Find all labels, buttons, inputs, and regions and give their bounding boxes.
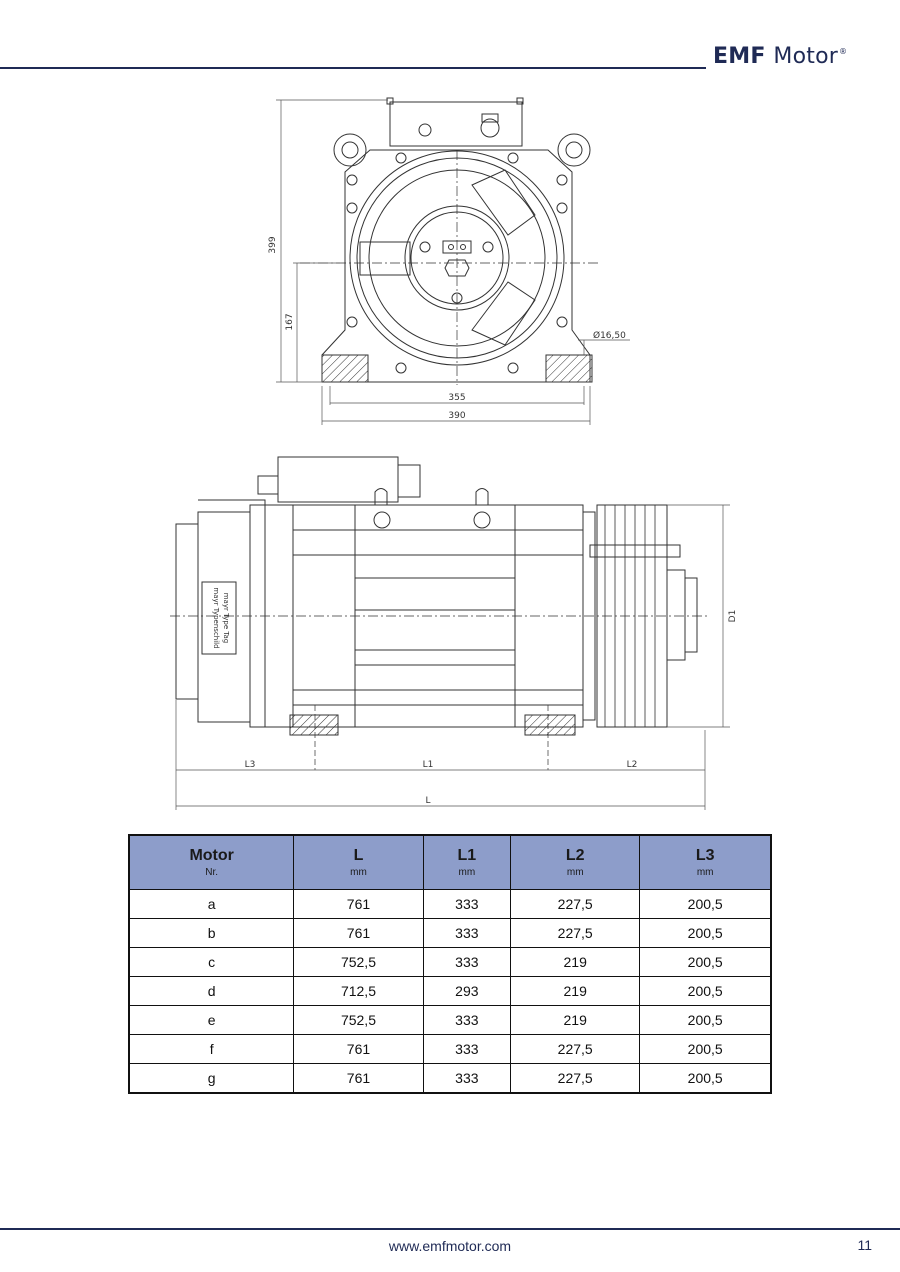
table-cell: 761 [293, 1063, 424, 1094]
brake-plate [175, 523, 199, 700]
website-link[interactable]: www.emfmotor.com [388, 1238, 512, 1254]
dim-l3-label: L3 [245, 760, 256, 770]
table-row: b 761 333 227,5 200,5 [128, 918, 772, 948]
bolts [346, 152, 568, 374]
dim-foot-outer-label: 390 [448, 411, 465, 421]
table-row: g 761 333 227,5 200,5 [128, 1063, 772, 1094]
table-cell: 333 [422, 947, 512, 977]
table-cell: g [128, 1063, 295, 1094]
side-dimensions [175, 504, 730, 810]
nameplate-text-2: mayr Type Tag [222, 593, 230, 644]
table-cell: c [128, 947, 295, 977]
dim-l-label: L [425, 796, 430, 806]
table-row: c 752,5 333 219 200,5 [128, 947, 772, 977]
table-row: d 712,5 293 219 200,5 [128, 976, 772, 1006]
table-cell: 761 [293, 889, 424, 919]
table-cell: 219 [510, 976, 641, 1006]
brand-logo: EMF Motor® [713, 44, 847, 69]
side-terminal-box [277, 456, 399, 503]
table-cell: 761 [293, 1034, 424, 1064]
table-cell: d [128, 976, 295, 1006]
housing-outline [321, 149, 591, 383]
dim-l1-label: L1 [423, 760, 434, 770]
table-row: f 761 333 227,5 200,5 [128, 1034, 772, 1064]
table-cell: f [128, 1034, 295, 1064]
table-cell: 200,5 [639, 918, 772, 948]
table-cell: 200,5 [639, 947, 772, 977]
table-cell: 333 [422, 918, 512, 948]
page-number: 11 [857, 1237, 872, 1253]
table-cell: 200,5 [639, 1034, 772, 1064]
front-dimensions [276, 99, 630, 425]
table-cell: 200,5 [639, 1005, 772, 1035]
table-cell: 200,5 [639, 1063, 772, 1094]
table-row: e 752,5 333 219 200,5 [128, 1005, 772, 1035]
dim-hole-label: Ø16,50 [593, 330, 626, 341]
foot-left [321, 354, 369, 383]
lifting-eye-right [557, 133, 591, 167]
foot-right [545, 354, 593, 383]
dim-d1-label: D1 [728, 610, 738, 623]
brand-regular: Motor [773, 44, 838, 69]
brand-bold: EMF [713, 44, 766, 69]
footer-rule [0, 1228, 900, 1230]
lifting-eye-left [333, 133, 367, 167]
side-foot-left [289, 714, 339, 736]
table-cell: 293 [422, 976, 512, 1006]
table-cell: 219 [510, 1005, 641, 1035]
table-cell: b [128, 918, 295, 948]
sheave-guard [589, 544, 681, 558]
header-rule [0, 67, 706, 69]
table-cell: 227,5 [510, 918, 641, 948]
table-cell: 752,5 [293, 947, 424, 977]
table-cell: 333 [422, 1005, 512, 1035]
table-cell: 227,5 [510, 1034, 641, 1064]
dim-l2-label: L2 [627, 760, 638, 770]
table-cell: 200,5 [639, 889, 772, 919]
table-cell: 333 [422, 889, 512, 919]
table-cell: 200,5 [639, 976, 772, 1006]
dim-height-label: 399 [268, 236, 278, 253]
table-cell: 219 [510, 947, 641, 977]
front-view [300, 97, 600, 385]
table-row: a 761 333 227,5 200,5 [128, 889, 772, 919]
table-cell: 227,5 [510, 889, 641, 919]
table-cell: 761 [293, 918, 424, 948]
registered-mark: ® [839, 47, 848, 56]
table-cell: e [128, 1005, 295, 1035]
side-foot-right [524, 714, 576, 736]
dim-axis-height-label: 167 [285, 313, 295, 330]
table-cell: 712,5 [293, 976, 424, 1006]
terminal-box [389, 101, 523, 147]
table-cell: 333 [422, 1034, 512, 1064]
technical-drawing: 399 167 Ø16,50 355 390 [170, 97, 738, 810]
table-cell: 752,5 [293, 1005, 424, 1035]
table-cell: 227,5 [510, 1063, 641, 1094]
side-view [170, 456, 710, 770]
nameplate [201, 581, 237, 655]
dim-foot-inner-label: 355 [448, 393, 465, 403]
table-cell: a [128, 889, 295, 919]
table-cell: 333 [422, 1063, 512, 1094]
nameplate-text-1: mayr Typenschild [212, 587, 220, 648]
